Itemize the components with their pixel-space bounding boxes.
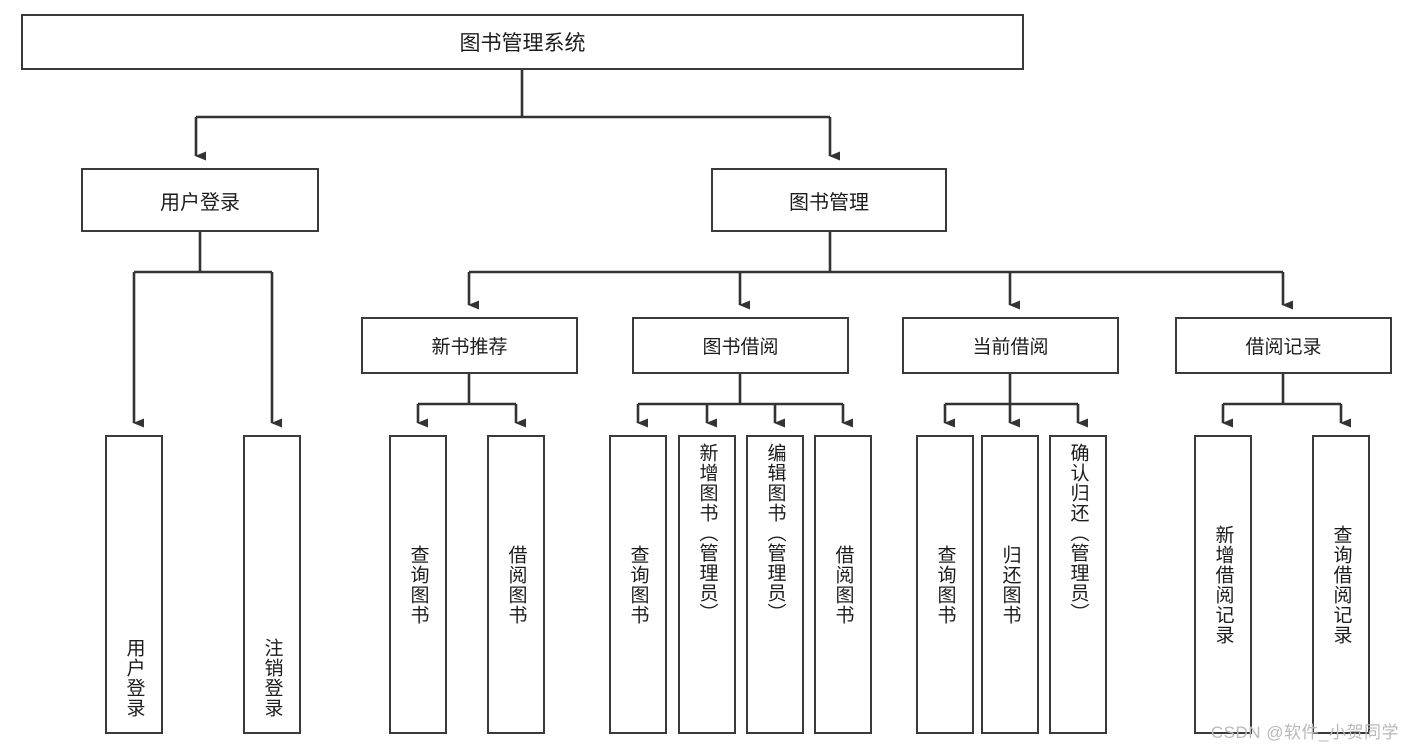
leaf-recommend-query-book[interactable]: 查询图书 bbox=[389, 435, 447, 734]
node-user-login-label: 用户登录 bbox=[160, 191, 240, 214]
node-root-system-label: 图书管理系统 bbox=[459, 32, 586, 55]
node-root-system[interactable]: 图书管理系统 bbox=[21, 14, 1024, 70]
leaf-user-login-logout-label: 注销登录 bbox=[261, 638, 283, 718]
leaf-record-add-record[interactable]: 新增借阅记录 bbox=[1194, 435, 1252, 734]
watermark-text: CSDN @软件_小贺同学 bbox=[1210, 723, 1399, 742]
leaf-current-query-book-label: 查询图书 bbox=[934, 544, 956, 625]
node-new-book-recommend-label: 新书推荐 bbox=[431, 337, 508, 358]
leaf-borrow-add-book-admin[interactable]: 新增图书（管理员） bbox=[678, 435, 736, 734]
leaf-record-query-record[interactable]: 查询借阅记录 bbox=[1312, 435, 1370, 734]
leaf-borrow-add-book-admin-label: 新增图书（管理员） bbox=[696, 443, 718, 623]
leaf-current-confirm-return-admin[interactable]: 确认归还（管理员） bbox=[1049, 435, 1107, 734]
node-current-borrow-label: 当前借阅 bbox=[972, 337, 1049, 358]
node-current-borrow[interactable]: 当前借阅 bbox=[902, 317, 1119, 374]
leaf-borrow-edit-book-admin[interactable]: 编辑图书（管理员） bbox=[746, 435, 804, 734]
node-borrow-record-label: 借阅记录 bbox=[1245, 337, 1322, 358]
node-new-book-recommend[interactable]: 新书推荐 bbox=[361, 317, 578, 374]
leaf-current-return-book-label: 归还图书 bbox=[999, 544, 1021, 625]
node-user-login[interactable]: 用户登录 bbox=[81, 168, 319, 232]
leaf-borrow-query-book-label: 查询图书 bbox=[627, 544, 649, 625]
leaf-borrow-borrow-book-label: 借阅图书 bbox=[832, 544, 854, 625]
leaf-user-login-login-label: 用户登录 bbox=[123, 638, 145, 718]
leaf-borrow-query-book[interactable]: 查询图书 bbox=[609, 435, 667, 734]
leaf-current-query-book[interactable]: 查询图书 bbox=[916, 435, 974, 734]
leaf-current-return-book[interactable]: 归还图书 bbox=[981, 435, 1039, 734]
node-book-borrow[interactable]: 图书借阅 bbox=[632, 317, 849, 374]
node-book-management[interactable]: 图书管理 bbox=[711, 168, 947, 232]
node-borrow-record[interactable]: 借阅记录 bbox=[1175, 317, 1392, 374]
leaf-record-query-record-label: 查询借阅记录 bbox=[1330, 524, 1352, 645]
node-book-management-label: 图书管理 bbox=[789, 191, 869, 214]
leaf-recommend-query-book-label: 查询图书 bbox=[407, 544, 429, 625]
leaf-user-login-logout[interactable]: 注销登录 bbox=[243, 435, 301, 734]
node-book-borrow-label: 图书借阅 bbox=[702, 337, 779, 358]
leaf-recommend-borrow-book[interactable]: 借阅图书 bbox=[487, 435, 545, 734]
leaf-user-login-login[interactable]: 用户登录 bbox=[105, 435, 163, 734]
leaf-current-confirm-return-admin-label: 确认归还（管理员） bbox=[1067, 443, 1089, 623]
leaf-recommend-borrow-book-label: 借阅图书 bbox=[505, 544, 527, 625]
leaf-borrow-edit-book-admin-label: 编辑图书（管理员） bbox=[764, 443, 786, 623]
leaf-record-add-record-label: 新增借阅记录 bbox=[1212, 524, 1234, 645]
leaf-borrow-borrow-book[interactable]: 借阅图书 bbox=[814, 435, 872, 734]
